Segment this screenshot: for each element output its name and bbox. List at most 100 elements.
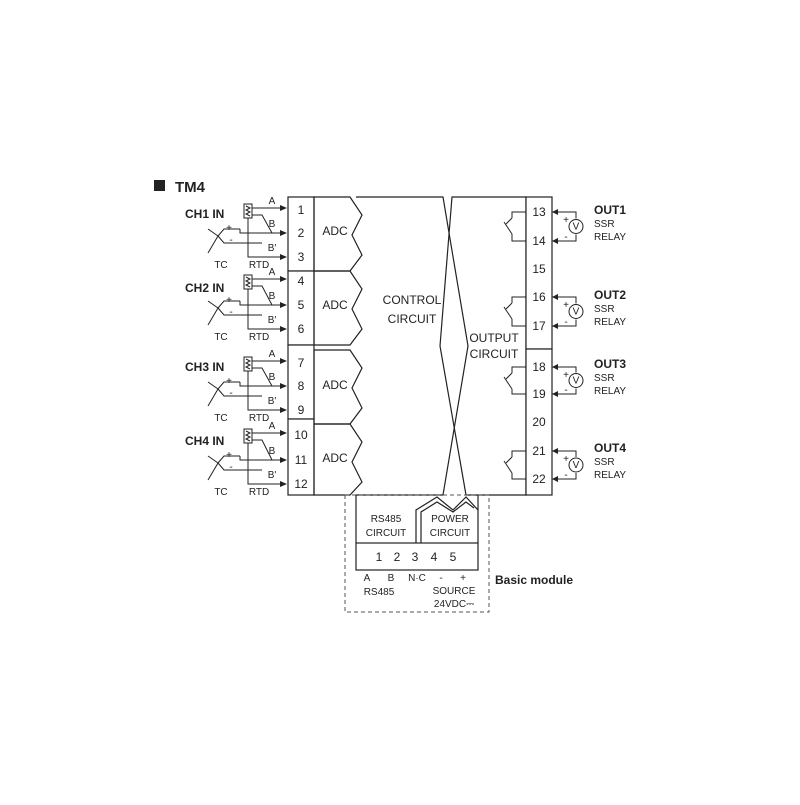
control-circuit-label: CONTROL: [383, 293, 442, 307]
pin-label-b: B: [269, 372, 276, 383]
output-terminal-number: 15: [532, 262, 546, 276]
basic-pin-label: N·C: [408, 573, 426, 584]
pin-label-b: B: [269, 446, 276, 457]
minus-sign: -: [229, 388, 232, 399]
voltmeter-label: V: [573, 376, 580, 387]
channel-label: CH3 IN: [185, 360, 224, 374]
plus-sign: +: [226, 223, 232, 234]
terminal-number: 3: [298, 250, 305, 264]
basic-terminal-number: 5: [450, 550, 457, 564]
output-relay-symbol: [503, 448, 584, 482]
channel-label: CH1 IN: [185, 207, 224, 221]
source-voltage-label: 24VDC⎓: [434, 599, 474, 610]
output-wiring: [503, 209, 584, 482]
output-terminal-number: 14: [532, 234, 546, 248]
basic-pin-label: A: [364, 573, 371, 584]
terminal-number: 8: [298, 379, 305, 393]
output-circuit-label: OUTPUT: [469, 331, 519, 345]
output-relay-symbol: [503, 209, 584, 244]
terminal-number: 9: [298, 403, 305, 417]
tc-label: TC: [214, 487, 227, 498]
adc-label: ADC: [322, 224, 348, 238]
plus-sign: +: [563, 215, 569, 226]
rtd-label: RTD: [249, 332, 269, 343]
rs485-circuit-label: CIRCUIT: [366, 528, 407, 539]
voltmeter-label: V: [573, 460, 580, 471]
basic-terminal-number: 2: [394, 550, 401, 564]
output-type-relay: RELAY: [594, 317, 626, 328]
rtd-label: RTD: [249, 260, 269, 271]
output-terminal-number: 16: [532, 290, 546, 304]
terminal-number: 10: [294, 428, 308, 442]
adc-label: ADC: [322, 451, 348, 465]
voltmeter-icon: [568, 457, 584, 473]
minus-sign: -: [564, 385, 567, 396]
basic-pin-label: -: [439, 573, 442, 584]
minus-sign: -: [564, 317, 567, 328]
output-type-ssr: SSR: [594, 373, 615, 384]
output-label: OUT1: [594, 203, 626, 217]
pin-label-a: A: [269, 267, 276, 278]
plus-sign: +: [226, 376, 232, 387]
output-terminal-number: 20: [532, 415, 546, 429]
output-relay-symbol: [503, 294, 584, 329]
pin-label-b: B: [269, 291, 276, 302]
rtd-label: RTD: [249, 487, 269, 498]
output-type-ssr: SSR: [594, 219, 615, 230]
voltmeter-icon: [568, 219, 584, 234]
output-terminal-number: 18: [532, 360, 546, 374]
terminal-number: 2: [298, 226, 305, 240]
rtd-label: RTD: [249, 413, 269, 424]
adc-label: ADC: [322, 298, 348, 312]
terminal-number: 1: [298, 203, 305, 217]
minus-sign: -: [229, 235, 232, 246]
output-type-relay: RELAY: [594, 232, 626, 243]
output-label: OUT2: [594, 288, 626, 302]
power-circuit-label: POWER: [431, 514, 469, 525]
tc-label: TC: [214, 332, 227, 343]
output-relay-symbol: [503, 364, 584, 397]
plus-sign: +: [563, 300, 569, 311]
channel-wiring: [207, 203, 287, 487]
output-terminal-number: 22: [532, 472, 546, 486]
voltmeter-icon: [568, 304, 584, 319]
pin-label-b-prime: B': [268, 243, 277, 254]
tc-label: TC: [214, 413, 227, 424]
terminal-number: 6: [298, 322, 305, 336]
pin-label-b-prime: B': [268, 396, 277, 407]
basic-terminal-number: 3: [412, 550, 419, 564]
terminal-number: 12: [294, 477, 308, 491]
basic-module-label: Basic module: [495, 573, 573, 587]
pin-label-b: B: [269, 219, 276, 230]
minus-sign: -: [229, 462, 232, 473]
pin-label-a: A: [269, 196, 276, 207]
output-terminal-number: 17: [532, 319, 546, 333]
output-type-ssr: SSR: [594, 304, 615, 315]
pin-label-a: A: [269, 349, 276, 360]
pin-label-a: A: [269, 421, 276, 432]
channel-input-symbol: [207, 428, 287, 487]
basic-module: [355, 495, 479, 571]
basic-module-border: [344, 494, 490, 613]
output-label: OUT3: [594, 357, 626, 371]
terminal-number: 4: [298, 274, 305, 288]
output-type-relay: RELAY: [594, 470, 626, 481]
title-square-icon: [154, 180, 165, 191]
plus-sign: +: [563, 370, 569, 381]
plus-sign: +: [563, 454, 569, 465]
voltmeter-label: V: [573, 222, 580, 233]
minus-sign: -: [564, 470, 567, 481]
output-type-relay: RELAY: [594, 386, 626, 397]
power-circuit-label: CIRCUIT: [430, 528, 471, 539]
basic-pin-label: +: [460, 573, 466, 584]
terminal-number: 7: [298, 356, 305, 370]
output-label: OUT4: [594, 441, 626, 455]
channel-input-symbol: [207, 356, 287, 413]
rs485-circuit-label: RS485: [371, 514, 402, 525]
terminal-number: 11: [295, 453, 308, 467]
tc-label: TC: [214, 260, 227, 271]
adc-label: ADC: [322, 378, 348, 392]
source-label: SOURCE: [433, 586, 476, 597]
output-circuit-label: CIRCUIT: [470, 347, 519, 361]
